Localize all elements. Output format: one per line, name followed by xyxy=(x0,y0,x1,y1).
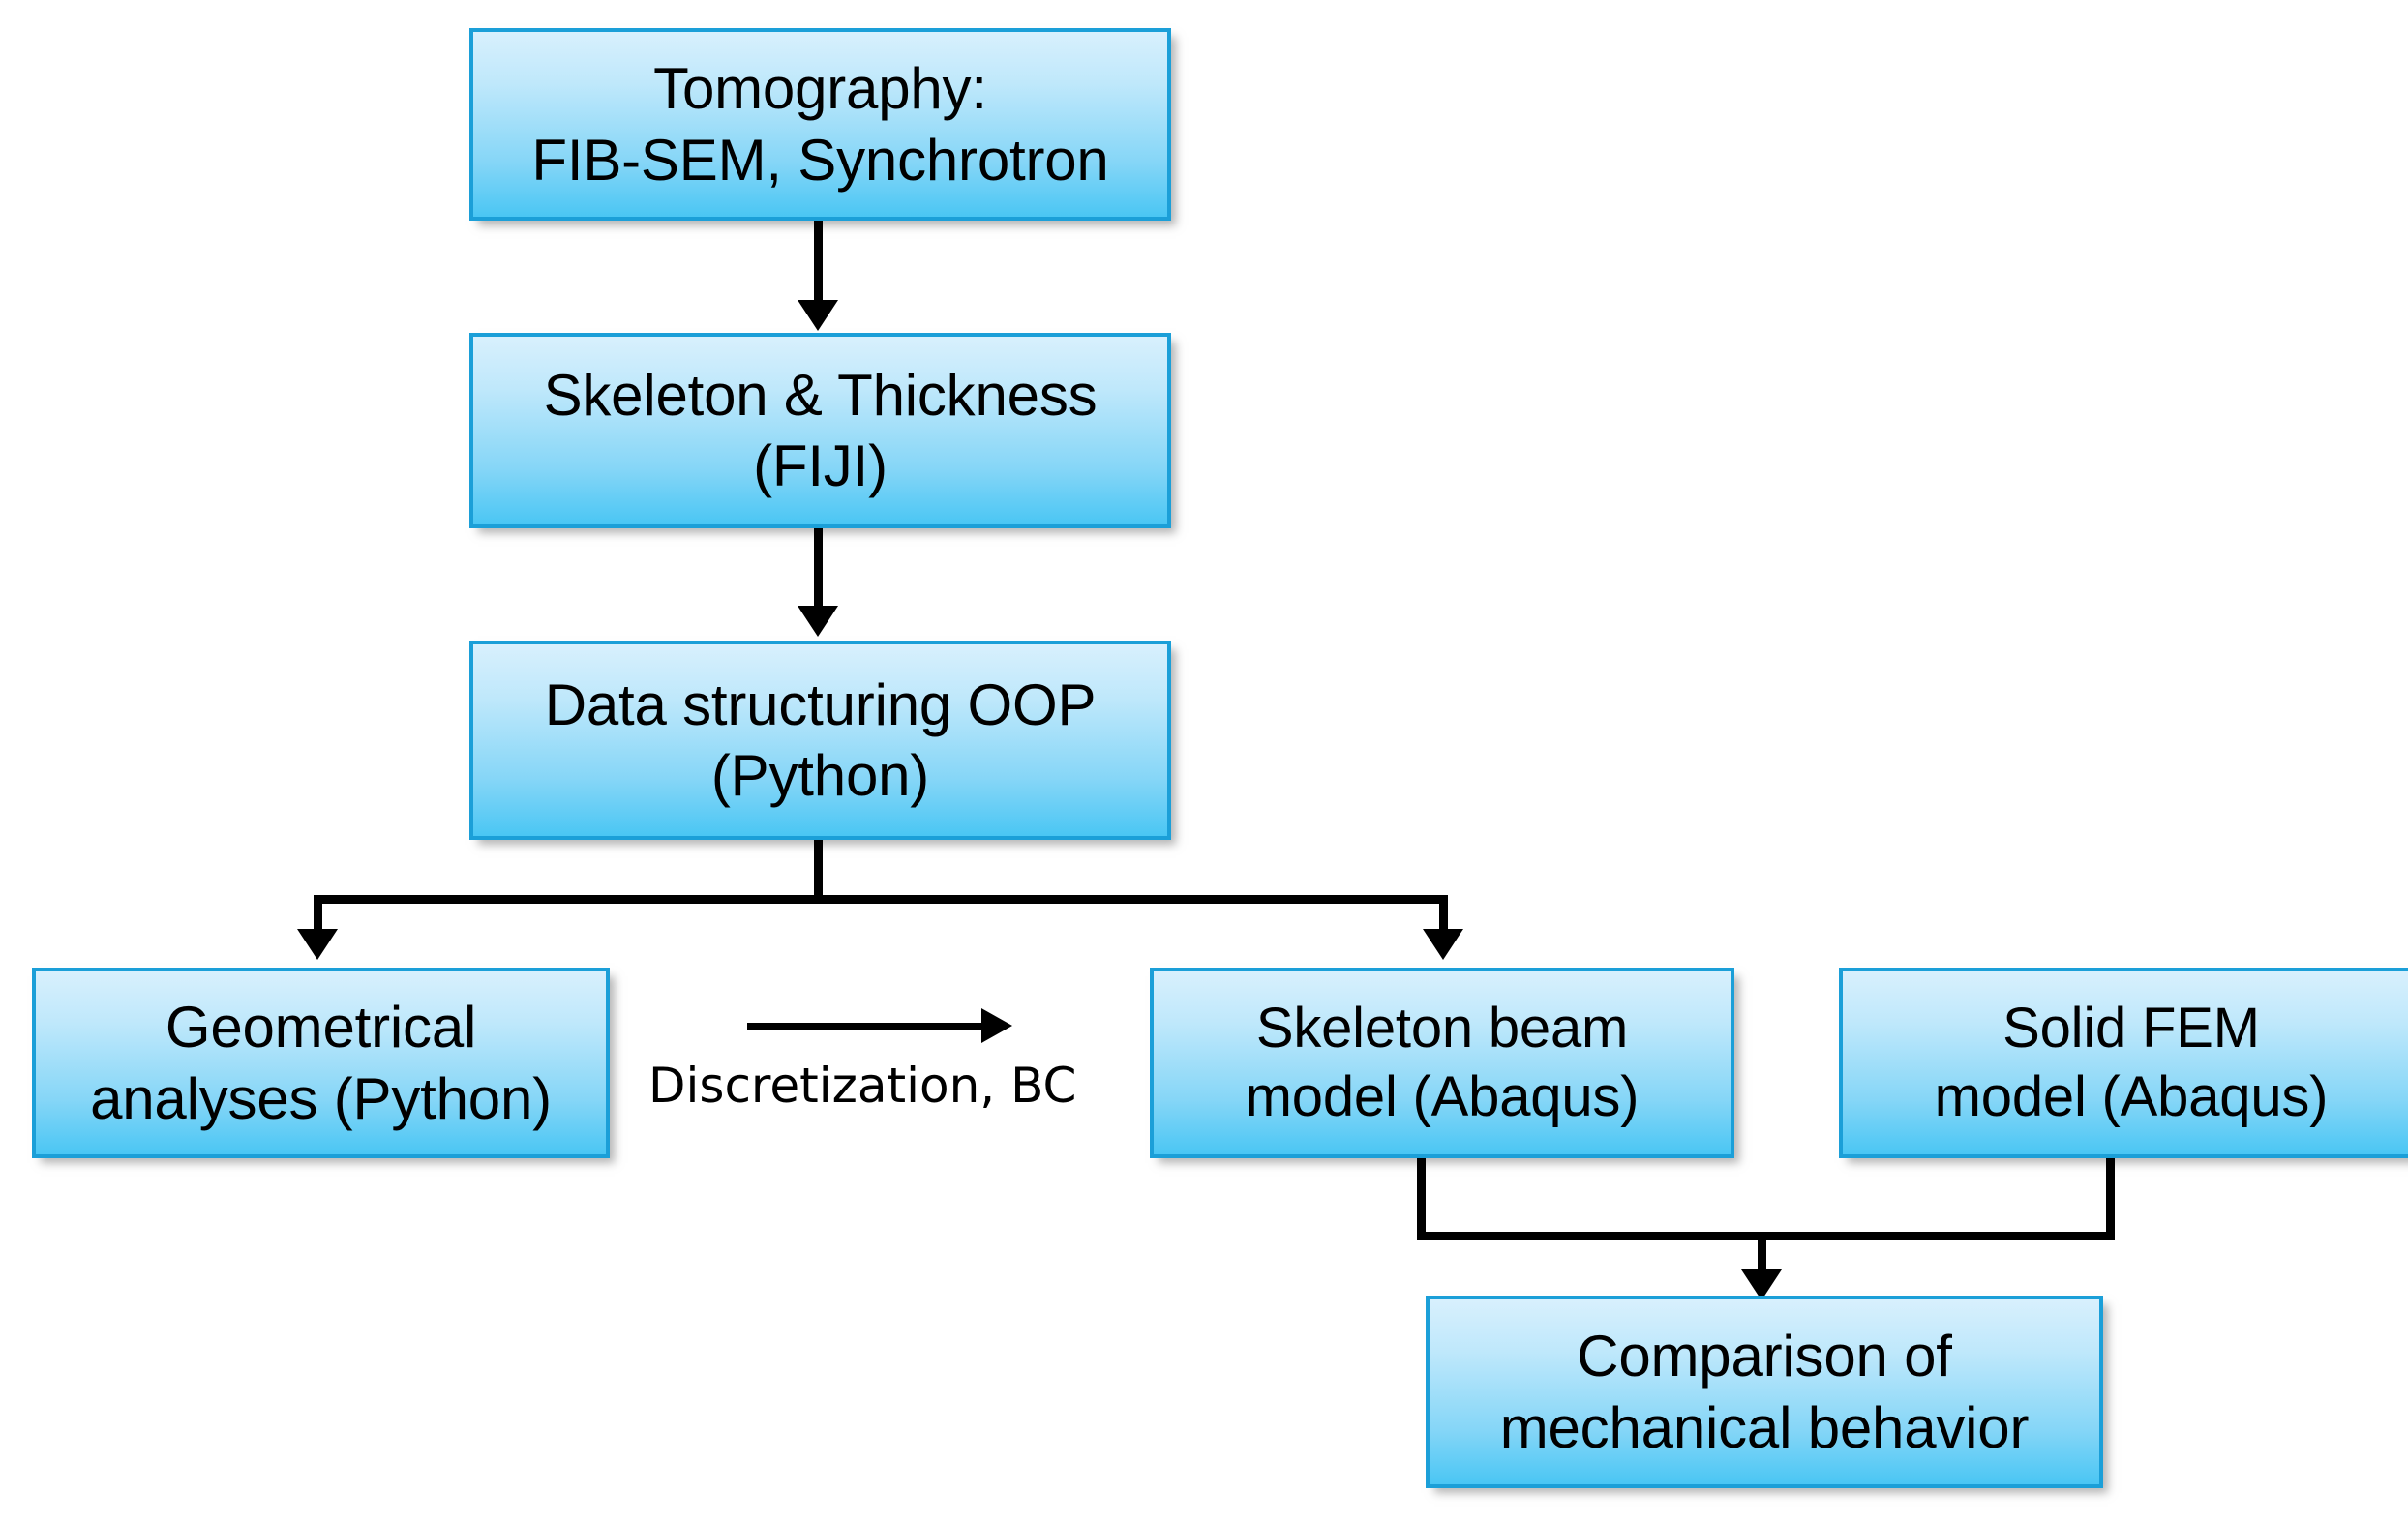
connector-merge-left-drop xyxy=(1417,1158,1426,1239)
node-tomography-line-2: FIB-SEM, Synchrotron xyxy=(531,127,1109,193)
connector-branch-right-drop xyxy=(1439,895,1448,934)
node-comparison-line-1: Comparison of xyxy=(1577,1324,1952,1389)
node-data-structuring-line-1: Data structuring OOP xyxy=(544,672,1097,737)
node-solid-fem-model[interactable]: Solid FEM model (Abaqus) xyxy=(1839,968,2408,1158)
connector-branch-stem xyxy=(814,840,823,903)
node-geometrical-analyses[interactable]: Geometrical analyses (Python) xyxy=(32,968,610,1158)
node-data-structuring-line-2: (Python) xyxy=(710,743,930,808)
node-tomography-line-1: Tomography: xyxy=(653,56,987,122)
connector-branch-left-arrowhead xyxy=(297,929,338,960)
node-skeleton-beam-model-line-1: Skeleton beam xyxy=(1255,996,1629,1060)
connector-discretization-arrowhead xyxy=(981,1008,1012,1043)
connector-tomography-to-skeleton-arrowhead xyxy=(798,300,838,331)
node-comparison-line-2: mechanical behavior xyxy=(1499,1394,2030,1460)
node-skeleton-thickness[interactable]: Skeleton & Thickness (FIJI) xyxy=(469,333,1171,528)
node-comparison[interactable]: Comparison of mechanical behavior xyxy=(1426,1296,2103,1488)
connector-branch-left-drop xyxy=(314,895,322,934)
node-solid-fem-model-line-1: Solid FEM xyxy=(2002,996,2260,1060)
node-geometrical-analyses-line-2: analyses (Python) xyxy=(90,1065,552,1131)
connector-branch-horizontal xyxy=(314,895,1448,904)
connector-skeleton-to-data-arrowhead xyxy=(798,606,838,637)
node-skeleton-thickness-line-1: Skeleton & Thickness xyxy=(543,362,1098,428)
connector-skeleton-to-data-line xyxy=(814,528,823,610)
node-geometrical-analyses-line-1: Geometrical xyxy=(165,995,477,1060)
node-skeleton-thickness-line-2: (FIJI) xyxy=(753,433,888,498)
connector-merge-stem xyxy=(1758,1232,1766,1274)
node-skeleton-beam-model-line-2: model (Abaqus) xyxy=(1245,1064,1640,1128)
connector-merge-arrowhead xyxy=(1741,1269,1782,1300)
node-skeleton-beam-model[interactable]: Skeleton beam model (Abaqus) xyxy=(1150,968,1734,1158)
edge-label-discretization: Discretization, BC xyxy=(648,1058,1077,1114)
connector-branch-right-arrowhead xyxy=(1423,929,1463,960)
connector-merge-right-drop xyxy=(2106,1158,2115,1239)
connector-discretization-line xyxy=(747,1023,987,1030)
node-solid-fem-model-line-2: model (Abaqus) xyxy=(1934,1064,2329,1128)
node-tomography[interactable]: Tomography: FIB-SEM, Synchrotron xyxy=(469,28,1171,221)
connector-tomography-to-skeleton-line xyxy=(814,221,823,304)
node-data-structuring[interactable]: Data structuring OOP (Python) xyxy=(469,641,1171,840)
